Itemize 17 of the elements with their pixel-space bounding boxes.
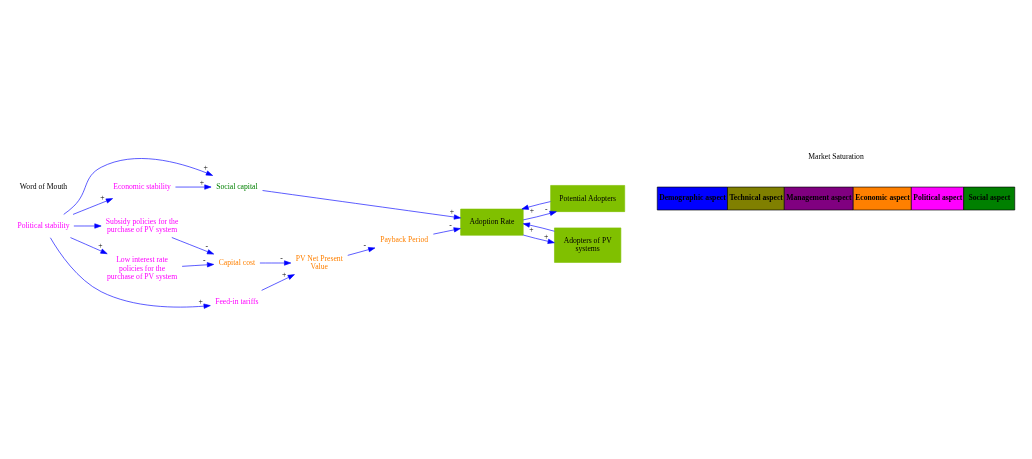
arrow: [521, 201, 551, 210]
arrow: [69, 237, 108, 255]
arrow: [522, 210, 557, 221]
arrow: [62, 158, 213, 215]
arrow: [259, 260, 291, 266]
arrow: [522, 222, 555, 232]
arrow: [181, 262, 214, 268]
arrow: [49, 237, 211, 309]
arrow: [261, 190, 461, 220]
arrow: [346, 247, 375, 256]
arrow: [522, 234, 555, 244]
arrow: [174, 184, 211, 190]
arrow: [73, 223, 101, 229]
arrow: [171, 237, 214, 255]
arrow: [432, 227, 461, 235]
arrow: [72, 198, 113, 215]
arrow: [260, 274, 295, 291]
